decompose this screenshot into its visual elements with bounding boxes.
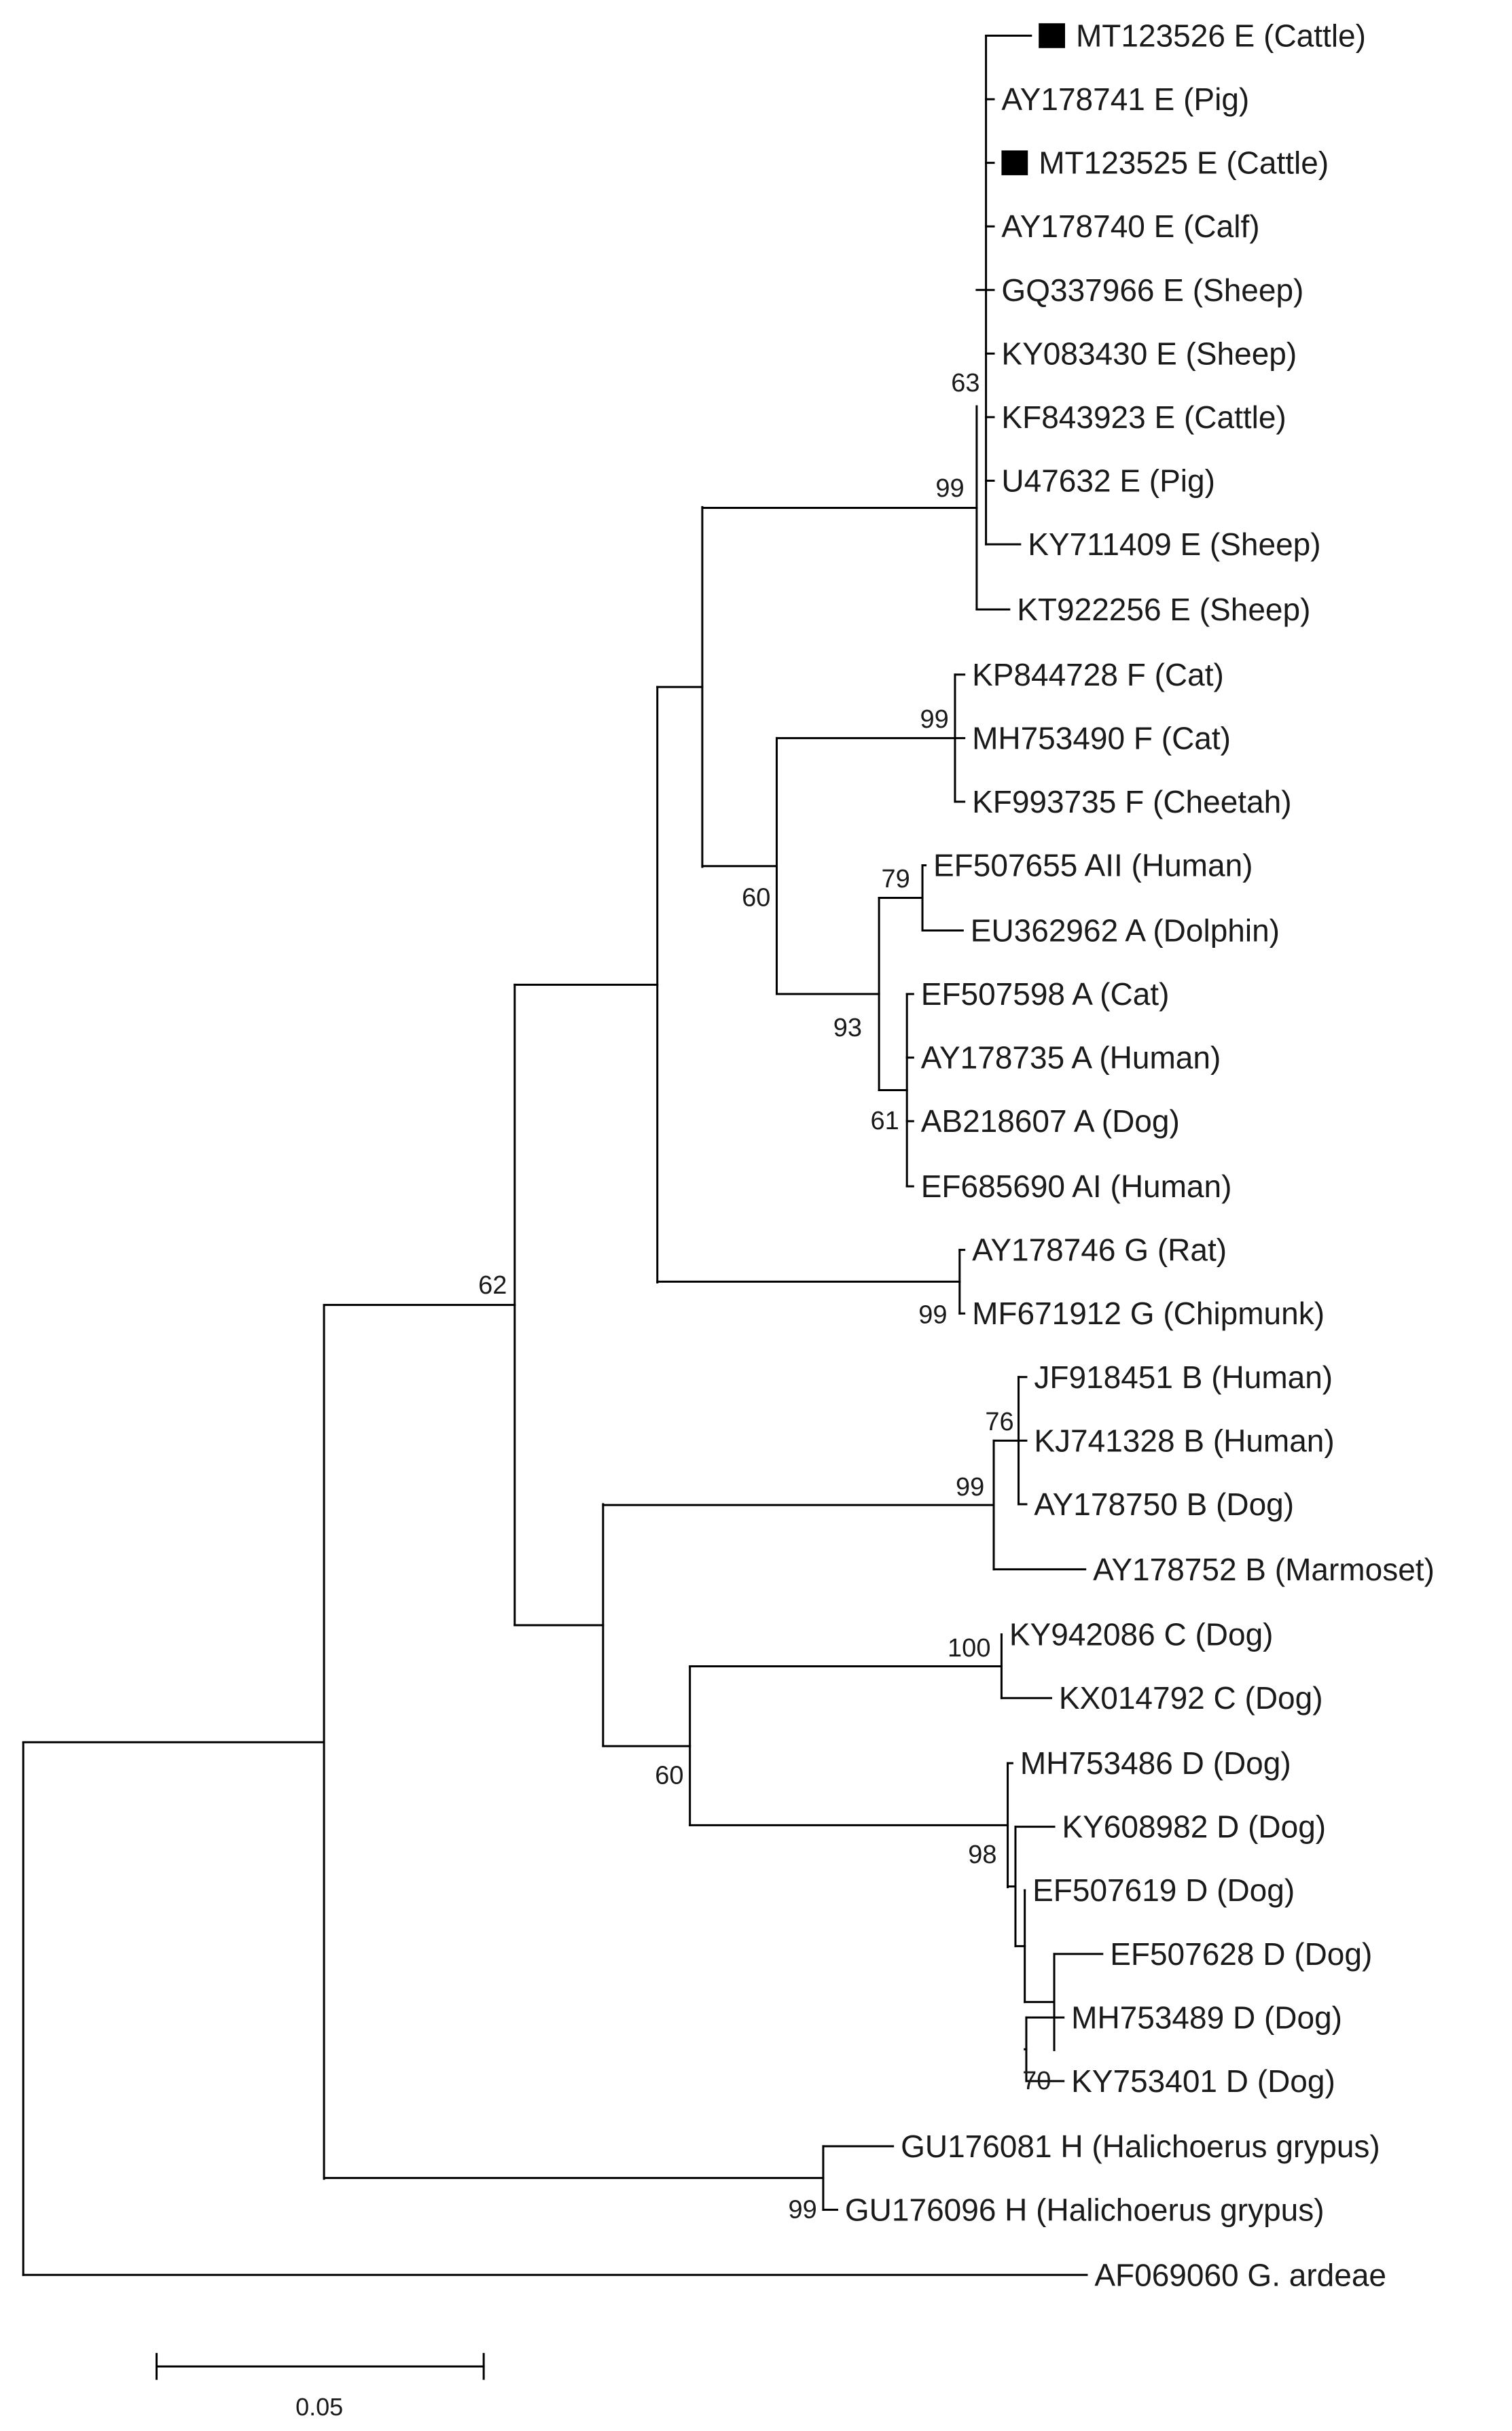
taxon-label: AB218607 A (Dog) [921, 1103, 1180, 1139]
bootstrap-value: 60 [742, 884, 770, 912]
taxon-label: KY083430 E (Sheep) [1001, 336, 1297, 371]
bootstrap-value: 99 [789, 2195, 817, 2224]
bootstrap-value: 70 [1022, 2067, 1051, 2095]
taxon-label: EU362962 A (Dolphin) [971, 912, 1280, 948]
bootstrap-value: 100 [948, 1634, 990, 1663]
scale-bar-label: 0.05 [295, 2393, 343, 2421]
taxon-label: MH753486 D (Dog) [1020, 1745, 1291, 1781]
taxon-label: MT123526 E (Cattle) [1076, 18, 1366, 53]
taxon-label: AY178750 B (Dog) [1034, 1487, 1294, 1522]
filled-square-marker-icon [1039, 23, 1066, 48]
taxon-label: KY942086 C (Dog) [1009, 1617, 1274, 1652]
taxon-labels: MT123526 E (Cattle) AY178741 E (Pig) MT123… [845, 18, 1435, 2292]
bootstrap-value: 99 [918, 1300, 947, 1329]
taxon-label: EF685690 AI (Human) [921, 1169, 1232, 1204]
taxon-label: AY178746 G (Rat) [972, 1232, 1227, 1268]
filled-square-marker-icon [1001, 150, 1028, 175]
taxon-label: GU176081 H (Halichoerus grypus) [901, 2129, 1380, 2164]
bootstrap-value: 79 [881, 865, 910, 893]
taxon-label: MH753490 F (Cat) [972, 720, 1231, 756]
taxon-label: JF918451 B (Human) [1034, 1360, 1333, 1395]
bootstrap-value: 98 [968, 1841, 996, 1869]
taxon-label: KJ741328 B (Human) [1034, 1423, 1334, 1458]
taxon-label: KY753401 D (Dog) [1071, 2063, 1335, 2099]
taxon-label: EF507655 AII (Human) [933, 848, 1253, 883]
bootstrap-value: 99 [956, 1473, 984, 1502]
taxon-label: AF069060 G. ardeae [1094, 2257, 1386, 2292]
branches [22, 34, 1104, 2276]
taxon-label: AY178740 E (Calf) [1001, 209, 1259, 244]
scale-bar: 0.05 [156, 2353, 485, 2421]
taxon-label: KT922256 E (Sheep) [1017, 592, 1310, 627]
taxon-label: MH753489 D (Dog) [1071, 2000, 1342, 2035]
taxon-label: AY178741 E (Pig) [1001, 82, 1249, 117]
bootstrap-values: 63 99 99 79 60 93 61 62 99 76 99 100 60 98 70 99 [478, 369, 1051, 2224]
taxon-label: AY178735 A (Human) [921, 1040, 1221, 1076]
taxon-label: MT123525 E (Cattle) [1039, 145, 1329, 181]
taxon-label: KF843923 E (Cattle) [1001, 400, 1286, 435]
taxon-label: KY711409 E (Sheep) [1028, 527, 1320, 562]
taxon-label: U47632 E (Pig) [1001, 463, 1215, 499]
bootstrap-value: 60 [655, 1761, 683, 1790]
bootstrap-value: 63 [951, 369, 979, 397]
taxon-label: KY608982 D (Dog) [1062, 1809, 1326, 1845]
taxon-label: KF993735 F (Cheetah) [972, 784, 1292, 819]
taxon-label: KX014792 C (Dog) [1059, 1680, 1323, 1716]
bootstrap-value: 99 [935, 474, 964, 503]
taxon-label: GQ337966 E (Sheep) [1001, 272, 1303, 308]
taxon-label: EF507598 A (Cat) [921, 976, 1170, 1012]
taxon-label: AY178752 B (Marmoset) [1093, 1552, 1435, 1587]
taxon-label: MF671912 G (Chipmunk) [972, 1296, 1325, 1331]
bootstrap-value: 93 [833, 1014, 862, 1042]
taxon-label: KP844728 F (Cat) [972, 657, 1224, 692]
taxon-label: EF507628 D (Dog) [1110, 1936, 1372, 1972]
bootstrap-value: 99 [920, 705, 949, 734]
bootstrap-value: 62 [478, 1271, 507, 1300]
taxon-label: GU176096 H (Halichoerus grypus) [845, 2192, 1325, 2227]
bootstrap-value: 76 [985, 1408, 1013, 1436]
bootstrap-value: 61 [871, 1107, 899, 1135]
taxon-label: EF507619 D (Dog) [1032, 1873, 1295, 1908]
